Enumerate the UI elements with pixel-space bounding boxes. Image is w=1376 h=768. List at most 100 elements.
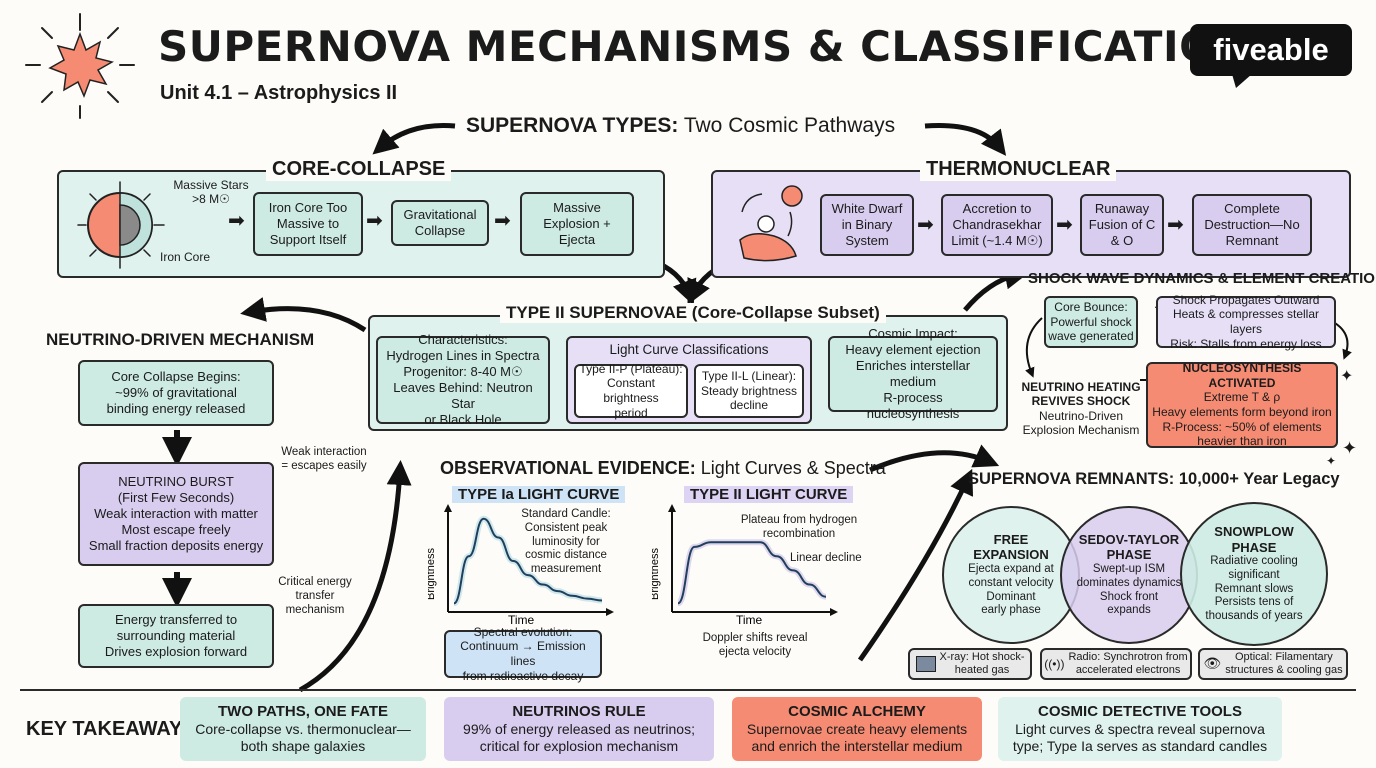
nucleo-line: R-Process: ~50% of elements [1162, 419, 1322, 434]
type-iip-box: Type II-P (Plateau): Constant brightness… [574, 361, 688, 420]
neutrino-title: NEUTRINO-DRIVEN MECHANISM [46, 330, 315, 349]
note-line: Critical energy [278, 576, 352, 588]
takeaway-title: NEUTRINOS RULE [512, 702, 646, 720]
snowplow-circle: SNOWPLOW PHASE Radiative cooling signifi… [1180, 502, 1328, 646]
circle-line: Dominant [986, 590, 1036, 603]
neutrino-line: (First Few Seconds) [117, 490, 235, 506]
note-line: Neutrino-Driven [1038, 408, 1124, 423]
brand-logo: fiveable [1190, 24, 1352, 76]
circle-line: Ejecta expand at [968, 563, 1054, 575]
note-line: Doppler shifts reveal [702, 632, 808, 644]
core-collapse-title: CORE-COLLAPSE [266, 158, 452, 181]
observational-title: OBSERVATIONAL EVIDENCE: Light Curves & S… [440, 458, 886, 479]
takeaway-card-1: TWO PATHS, ONE FATE Core-collapse vs. th… [180, 697, 426, 761]
y-axis-arrow [668, 504, 676, 512]
circle-line: Persists tens of [1214, 596, 1294, 609]
tn-step-4: Complete Destruction—No Remnant [1192, 194, 1312, 256]
neutrino-burst-box: NEUTRINO BURST (First Few Seconds) Weak … [78, 462, 274, 566]
sparkle-icon: ✦ [1326, 454, 1337, 468]
spectral-evolution-box: Spectral evolution: Continuum → Emission… [444, 625, 602, 683]
ia-curve-group [451, 515, 603, 607]
note-line: luminosity for [532, 535, 600, 548]
y-axis-arrow [444, 504, 452, 512]
ii-ylabel: Brightness [652, 548, 661, 600]
note-line: REVIVES SHOCK [1031, 394, 1131, 409]
note-line: recombination [762, 527, 836, 540]
types-heading-rest: Two Cosmic Pathways [683, 114, 896, 137]
ii-light-curve-chart: Brightness Time [652, 504, 838, 627]
xray-box: X-ray: Hot shock-heated gas [908, 648, 1032, 680]
remnants-title: SUPERNOVA REMNANTS: 10,000+ Year Legacy [968, 470, 1340, 488]
sparkle-icon: ✦ [1342, 438, 1358, 458]
ia-xlabel: Time [508, 613, 535, 627]
takeaway-line: critical for explosion mechanism [479, 738, 679, 755]
circle-line: thousands of years [1205, 610, 1303, 623]
neutrino-line: Core Collapse Begins: [111, 369, 241, 385]
xray-icon [915, 656, 936, 672]
brand-logo-text: fiveable [1213, 32, 1329, 67]
thermonuclear-title: THERMONUCLEAR [920, 158, 1117, 181]
lc-classifications-title: Light Curve Classifications [609, 342, 769, 357]
note-line: ejecta velocity [718, 645, 792, 658]
shock-line: Powerful shock [1050, 314, 1132, 329]
type-iil-box: Type II-L (Linear): Steady brightness de… [694, 364, 804, 418]
weak-interaction-note: Weak interaction = escapes easily [276, 446, 372, 474]
brand-logo-tail [1232, 74, 1252, 88]
iip-line: Type II-P (Plateau): [579, 361, 683, 376]
ii-xlabel: Time [736, 613, 763, 627]
type2-char-line: or Black Hole [424, 411, 502, 427]
x-axis-arrow [830, 608, 838, 616]
eye-icon: 👁 [1203, 655, 1222, 672]
iip-line: Constant brightness [603, 376, 659, 405]
ia-curve-title: TYPE Ia LIGHT CURVE [452, 486, 626, 503]
linear-decline-note: Linear decline [790, 552, 862, 564]
takeaway-title: TWO PATHS, ONE FATE [218, 702, 388, 720]
shock-line: Core Bounce: [1054, 300, 1128, 315]
impact-line: Heavy element ejection [845, 342, 981, 358]
optical-line: structures & cooling gas [1225, 664, 1343, 676]
shock-propagates-box: Shock Propagates Outward Heats & compres… [1156, 293, 1336, 351]
shock-line: Risk: Stalls from energy loss [1170, 336, 1322, 351]
takeaway-line: both shape galaxies [240, 738, 366, 755]
sedov-taylor-circle: SEDOV-TAYLOR PHASE Swept-up ISM dominate… [1060, 506, 1198, 644]
circle-line: Swept-up ISM [1092, 563, 1166, 575]
shock-title: SHOCK WAVE DYNAMICS & ELEMENT CREATION [1028, 270, 1376, 287]
type2-char-line: Hydrogen Lines in Spectra [386, 348, 540, 364]
radio-line: accelerated electrons [1075, 664, 1181, 676]
circle-line: constant velocity [968, 576, 1054, 589]
collapsing-star-icon [77, 181, 165, 269]
neutrino-heating-note: NEUTRINO HEATING REVIVES SHOCK Neutrino-… [1016, 380, 1146, 438]
note-line: Consistent peak [524, 521, 608, 534]
impact-line: Enriches interstellar medium [855, 358, 971, 389]
arrow-icon: ➡ [917, 214, 934, 236]
sparkle-icon: ✦ [1340, 368, 1354, 385]
circle-line: SEDOV-TAYLOR [1078, 531, 1180, 547]
takeaway-line: 99% of energy released as neutrinos; [463, 721, 695, 738]
cc-step-3: Massive Explosion + Ejecta [520, 192, 634, 256]
xray-line: X-ray: Hot shock- [939, 650, 1025, 663]
free-expansion-circle: FREE EXPANSION Ejecta expand at constant… [942, 506, 1080, 644]
type2-char-line: Characteristics: [418, 332, 508, 348]
tn-step-2: Accretion to Chandrasekhar Limit (~1.4 M… [941, 194, 1053, 256]
type2-char-line: Progenitor: 8-40 M☉ [403, 364, 523, 380]
takeaway-line: Light curves & spectra reveal supernova [1015, 721, 1265, 738]
ii-curve-title: TYPE II LIGHT CURVE [684, 486, 854, 503]
circle-line: Shock front [1099, 590, 1159, 603]
tn-step-3: Runaway Fusion of C & O [1080, 194, 1164, 256]
impact-line: R-process nucleosynthesis [866, 389, 960, 421]
arrow-icon: ➡ [1167, 214, 1184, 236]
core-bounce-box: Core Bounce: Powerful shock wave generat… [1044, 296, 1138, 348]
circle-line: SNOWPLOW [1214, 523, 1294, 539]
neutrino-box-1: Core Collapse Begins: ~99% of gravitatio… [78, 360, 274, 426]
page-subtitle: Unit 4.1 – Astrophysics II [160, 82, 398, 104]
ia-ylabel: Brightness [428, 548, 437, 600]
note-line: NEUTRINO HEATING [1021, 380, 1141, 394]
cosmic-impact-box: Cosmic Impact: Heavy element ejection En… [828, 326, 998, 421]
obs-title-rest: Light Curves & Spectra [700, 458, 886, 478]
note-line: Plateau from hydrogen [740, 514, 858, 526]
circle-line: EXPANSION [973, 547, 1049, 563]
ia-curve-line [453, 517, 603, 605]
types-heading-bold: SUPERNOVA TYPES: [466, 114, 679, 137]
circle-line: PHASE [1106, 547, 1152, 563]
